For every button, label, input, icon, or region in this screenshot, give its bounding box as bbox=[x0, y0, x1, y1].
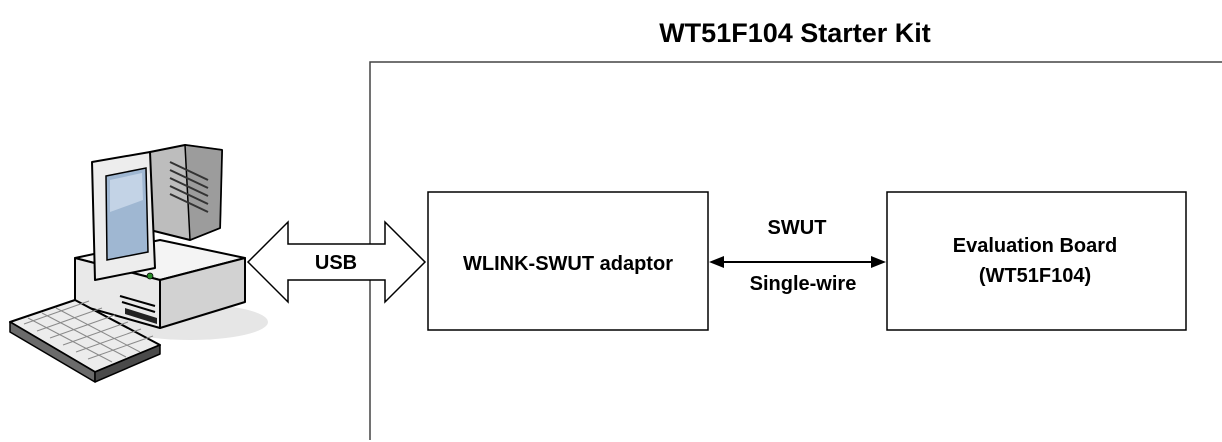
evaluation-board-label: Evaluation Board bbox=[953, 235, 1117, 257]
evaluation-board-part-number: (WT51F104) bbox=[979, 265, 1091, 287]
diagram-title: WT51F104 Starter Kit bbox=[659, 18, 931, 48]
usb-connection-arrow bbox=[246, 220, 427, 304]
desktop-computer-icon bbox=[9, 144, 268, 383]
swut-label: SWUT bbox=[768, 217, 827, 239]
swut-connection-arrow bbox=[709, 256, 886, 268]
single-wire-label: Single-wire bbox=[750, 273, 857, 295]
starter-kit-boundary bbox=[369, 61, 1222, 440]
adaptor-label: WLINK-SWUT adaptor bbox=[463, 253, 673, 275]
evaluation-board-box bbox=[886, 191, 1187, 331]
usb-label: USB bbox=[315, 252, 357, 274]
adaptor-box bbox=[427, 191, 709, 331]
